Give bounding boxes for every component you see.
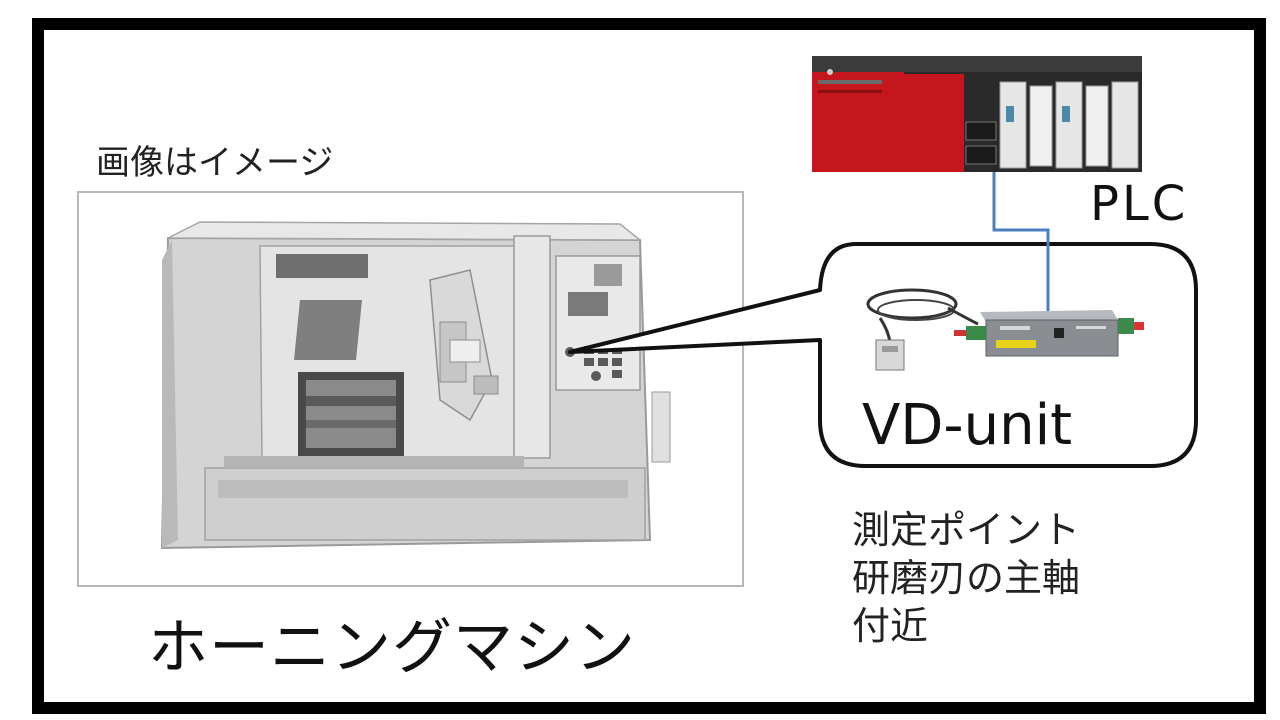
vd-unit-label: VD-unit	[862, 393, 1073, 458]
plc-device-icon	[812, 56, 1142, 172]
machine-name: ホーニングマシン	[148, 613, 636, 683]
plc-label: PLC	[1090, 176, 1189, 232]
measurement-point-note: 測定ポイント 研磨刃の主軸 付近	[852, 506, 1080, 650]
measurement-line: 研磨刃の主軸	[852, 556, 1081, 600]
honing-machine-icon	[160, 221, 671, 550]
measurement-line: 付近	[852, 604, 929, 648]
connection-cable	[992, 150, 1050, 318]
image-note: 画像はイメージ	[96, 143, 334, 183]
vd-unit-device-icon	[866, 288, 1144, 371]
measurement-line: 測定ポイント	[852, 508, 1081, 552]
